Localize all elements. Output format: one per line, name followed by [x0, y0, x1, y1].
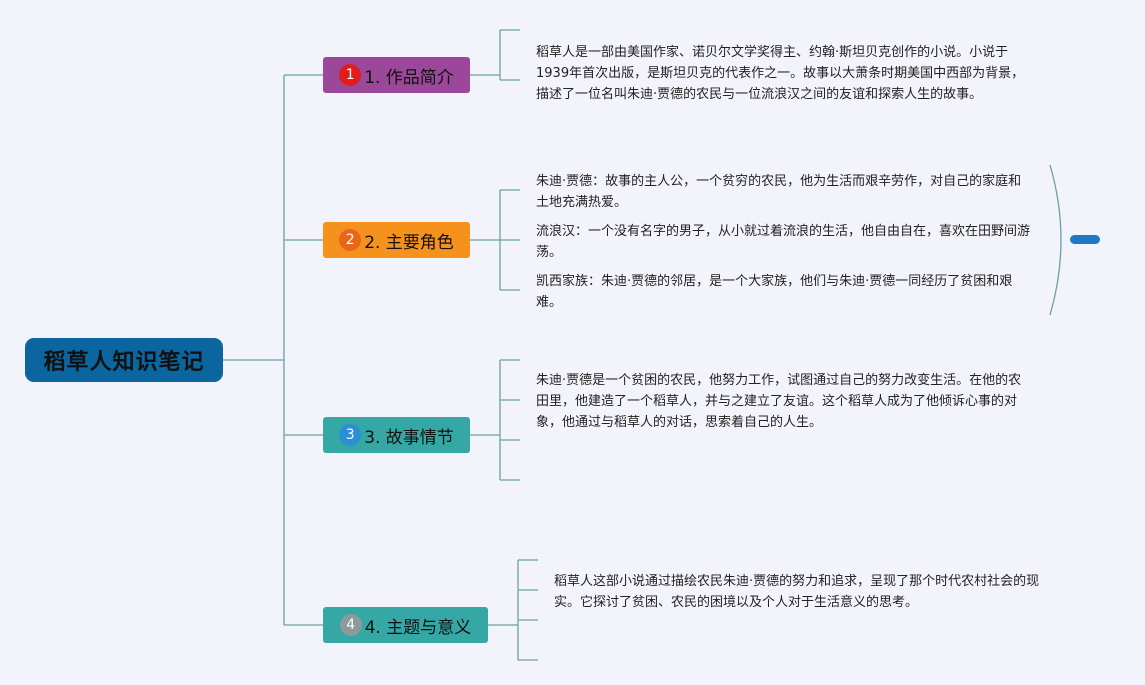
topic-label: 2. 主要角色 [364, 232, 454, 253]
topic-plot[interactable]: 3 3. 故事情节 [323, 417, 470, 453]
collapse-handle[interactable] [1070, 235, 1100, 244]
topic-number-badge: 4 [339, 614, 362, 636]
note-plot: 朱迪·贾德是一个贫困的农民，他努力工作，试图通过自己的努力改变生活。在他的农田里… [536, 370, 1034, 433]
note-theme: 稻草人这部小说通过描绘农民朱迪·贾德的努力和追求，呈现了那个时代农村社会的现实。… [554, 571, 1052, 613]
note-text: 流浪汉：一个没有名字的男子，从小就过着流浪的生活，他自由自在，喜欢在田野间游荡。 [536, 224, 1031, 260]
topic-theme[interactable]: 4 4. 主题与意义 [323, 607, 488, 643]
topic-label: 1. 作品简介 [364, 67, 454, 88]
note-intro: 稻草人是一部由美国作家、诺贝尔文学奖得主、约翰·斯坦贝克创作的小说。小说于193… [536, 42, 1034, 105]
note-text: 朱迪·贾德是一个贫困的农民，他努力工作，试图通过自己的努力改变生活。在他的农田里… [536, 373, 1022, 430]
topic-intro[interactable]: 1 1. 作品简介 [323, 57, 470, 93]
note-text: 凯西家族：朱迪·贾德的邻居，是一个大家族，他们与朱迪·贾德一同经历了贫困和艰难。 [536, 274, 1013, 310]
note-character-judy: 朱迪·贾德：故事的主人公，一个贫穷的农民，他为生活而艰辛劳作，对自己的家庭和土地… [536, 171, 1034, 213]
note-character-wanderer: 流浪汉：一个没有名字的男子，从小就过着流浪的生活，他自由自在，喜欢在田野间游荡。 [536, 221, 1034, 263]
root-topic[interactable]: 稻草人知识笔记 [25, 338, 223, 382]
note-text: 稻草人是一部由美国作家、诺贝尔文学奖得主、约翰·斯坦贝克创作的小说。小说于193… [536, 45, 1025, 102]
root-title: 稻草人知识笔记 [43, 350, 205, 375]
topic-number-badge: 2 [339, 229, 362, 251]
topic-number-badge: 1 [339, 64, 362, 86]
note-character-casey: 凯西家族：朱迪·贾德的邻居，是一个大家族，他们与朱迪·贾德一同经历了贫困和艰难。 [536, 271, 1034, 313]
note-text: 朱迪·贾德：故事的主人公，一个贫穷的农民，他为生活而艰辛劳作，对自己的家庭和土地… [536, 174, 1022, 210]
topic-label: 4. 主题与意义 [364, 617, 472, 638]
topic-characters[interactable]: 2 2. 主要角色 [323, 222, 470, 258]
topic-number-badge: 3 [339, 424, 362, 446]
note-text: 稻草人这部小说通过描绘农民朱迪·贾德的努力和追求，呈现了那个时代农村社会的现实。… [554, 574, 1040, 610]
topic-label: 3. 故事情节 [364, 427, 454, 448]
